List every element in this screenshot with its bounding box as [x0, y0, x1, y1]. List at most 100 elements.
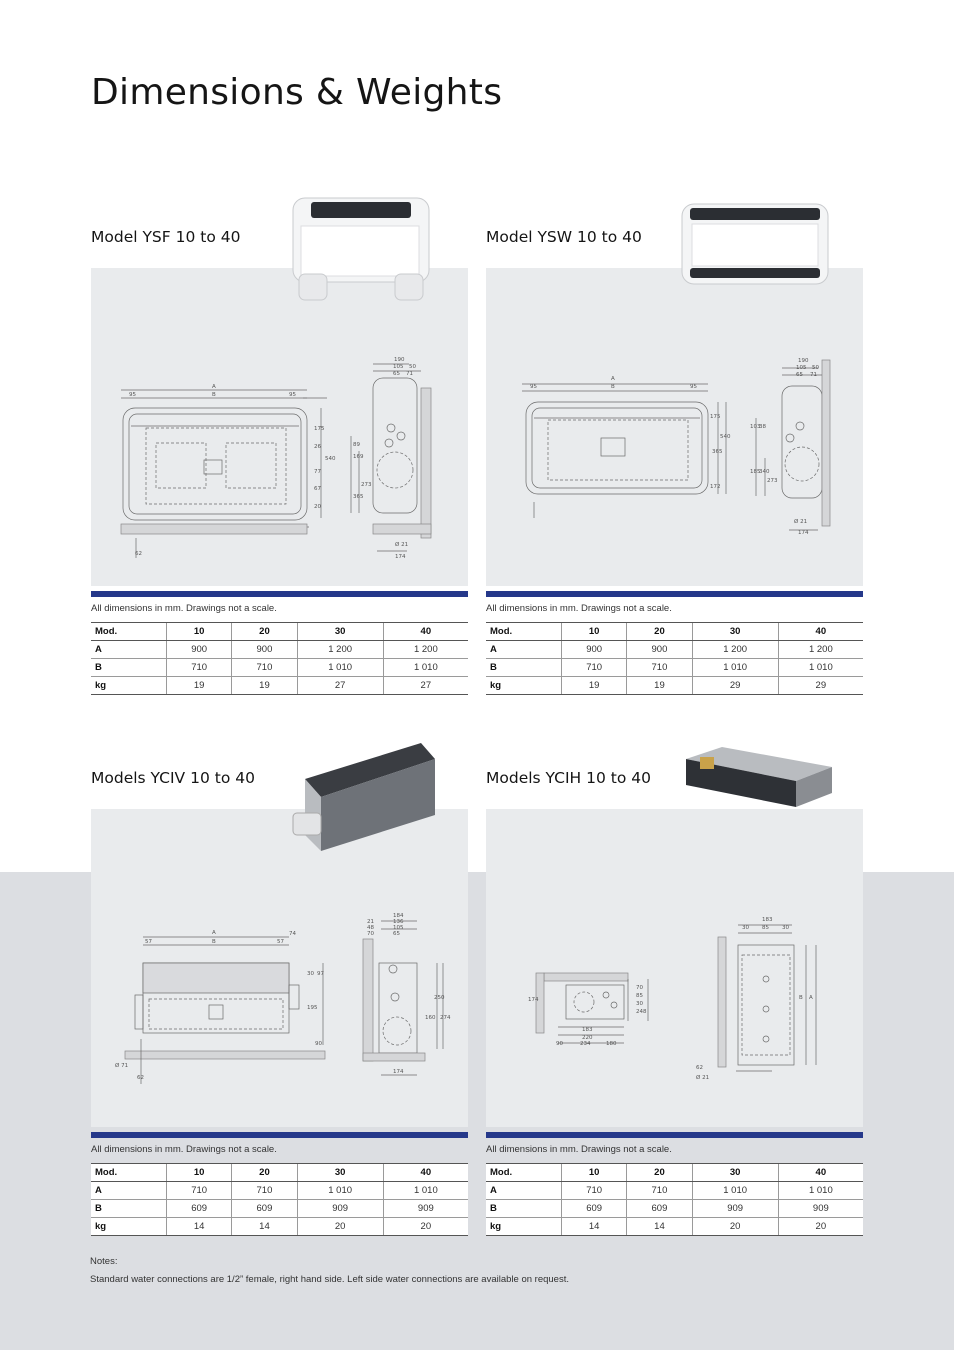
dimension-label: 89	[353, 442, 360, 448]
table-cell: 1 010	[691, 658, 779, 677]
dimension-label: 105	[796, 365, 807, 371]
column-header: 30	[296, 1163, 384, 1182]
column-header: Mod.	[91, 1163, 167, 1182]
table-cell: 19	[165, 676, 232, 695]
table-row: kg 19 19 29 29	[486, 676, 863, 695]
column-header: 30	[691, 1163, 779, 1182]
column-header: 10	[165, 622, 232, 641]
dimension-label: 180	[606, 1041, 617, 1047]
table-cell: 909	[691, 1199, 779, 1218]
table-cell: 900	[626, 640, 693, 659]
table-cell: 1 200	[691, 640, 779, 659]
drawing-note: All dimensions in mm. Drawings not a sca…	[91, 603, 277, 614]
table-cell: 710	[626, 1181, 693, 1200]
table-cell: 1 010	[296, 658, 384, 677]
dimension-label: 175	[710, 414, 721, 420]
dimension-label: 30	[307, 971, 314, 977]
dimension-label: 50	[409, 364, 416, 370]
table-cell: 909	[296, 1199, 384, 1218]
table-cell: 29	[777, 676, 863, 695]
table-cell: 609	[231, 1199, 298, 1218]
specifications-table: Mod. 10 20 30 40 A 710 710 1 010 1 010 B…	[91, 1163, 468, 1236]
column-header: 30	[691, 622, 779, 641]
dimension-label: 30	[782, 925, 789, 931]
technical-drawing: A B 57 57 74 62 Ø 71 184 21 136 48 105 7…	[115, 913, 451, 1084]
table-row: kg 14 14 20 20	[91, 1217, 468, 1236]
dimension-label: 30	[742, 925, 749, 931]
dimension-label: 90	[556, 1041, 563, 1047]
dimension-label: 57	[277, 939, 284, 945]
dimension-label: Ø 21	[696, 1074, 709, 1081]
dimension-label: 21	[367, 919, 374, 925]
table-cell: 909	[777, 1199, 863, 1218]
table-cell: 19	[231, 676, 298, 695]
dimension-label-a: A	[212, 930, 216, 936]
model-title: Model YSF 10 to 40	[91, 228, 241, 246]
table-cell: 20	[296, 1217, 384, 1236]
table-header-row: Mod. 10 20 30 40	[91, 1163, 468, 1182]
dimension-label: 183	[762, 917, 773, 923]
dimension-label: 57	[145, 939, 152, 945]
drawing-panel: A B 57 57 74 62 Ø 71 184 21 136 48 105 7…	[91, 809, 468, 1127]
table-cell: 609	[560, 1199, 627, 1218]
dimension-label: 74	[289, 931, 296, 937]
column-header: 20	[231, 1163, 298, 1182]
table-row: kg 14 14 20 20	[486, 1217, 863, 1236]
table-cell: 900	[165, 640, 232, 659]
table-cell: 1 010	[777, 1181, 863, 1200]
dimension-label: 195	[307, 1005, 318, 1011]
dimension-label: 540	[720, 434, 731, 440]
dimension-label: 234	[580, 1041, 591, 1047]
accent-bar	[91, 1132, 468, 1138]
table-cell: 1 010	[382, 1181, 468, 1200]
row-label: A	[91, 640, 167, 659]
table-cell: 710	[560, 658, 627, 677]
row-label: kg	[91, 1217, 167, 1236]
row-label: A	[486, 1181, 562, 1200]
dimension-label: 85	[636, 993, 643, 999]
dimension-label: 95	[129, 392, 136, 398]
table-cell: 19	[626, 676, 693, 695]
column-header: 20	[626, 1163, 693, 1182]
accent-bar	[486, 1132, 863, 1138]
column-header: 10	[560, 622, 627, 641]
dimension-label: 169	[353, 454, 364, 460]
column-header: 40	[777, 1163, 863, 1182]
column-header: Mod.	[486, 1163, 562, 1182]
table-cell: 909	[382, 1199, 468, 1218]
dimension-label: 77	[314, 469, 321, 475]
table-cell: 710	[626, 658, 693, 677]
notes-heading: Notes:	[90, 1256, 118, 1267]
dimension-label: 174	[395, 554, 406, 560]
accent-bar	[91, 591, 468, 597]
dimension-label: 273	[767, 478, 778, 484]
dimension-label: 273	[361, 482, 372, 488]
dimension-label: 365	[712, 449, 723, 455]
table-row: kg 19 19 27 27	[91, 676, 468, 695]
dimension-label: 48	[367, 925, 374, 931]
table-cell: 1 010	[777, 658, 863, 677]
table-row: A 710 710 1 010 1 010	[486, 1181, 863, 1200]
dimension-label: 174	[528, 997, 539, 1003]
product-photo-yciv	[292, 743, 435, 851]
dimension-label: 26	[314, 444, 321, 450]
dimension-label: 190	[394, 357, 405, 363]
table-cell: 609	[165, 1199, 232, 1218]
table-row: B 609 609 909 909	[91, 1199, 468, 1218]
drawing-note: All dimensions in mm. Drawings not a sca…	[486, 603, 672, 614]
specifications-table: Mod. 10 20 30 40 A 900 900 1 200 1 200 B…	[91, 622, 468, 695]
dimension-label: 540	[325, 456, 336, 462]
product-photo-ysw	[681, 203, 829, 285]
drawing-note: All dimensions in mm. Drawings not a sca…	[486, 1144, 672, 1155]
dimension-label: 20	[314, 504, 321, 510]
accent-bar	[486, 591, 863, 597]
table-header-row: Mod. 10 20 30 40	[486, 622, 863, 641]
dimension-label: 190	[798, 358, 809, 364]
dimension-label: 136	[393, 919, 404, 925]
column-header: Mod.	[91, 622, 167, 641]
dimension-label: 50	[812, 365, 819, 371]
table-cell: 19	[560, 676, 627, 695]
table-cell: 14	[231, 1217, 298, 1236]
table-cell: 1 010	[382, 658, 468, 677]
column-header: Mod.	[486, 622, 562, 641]
